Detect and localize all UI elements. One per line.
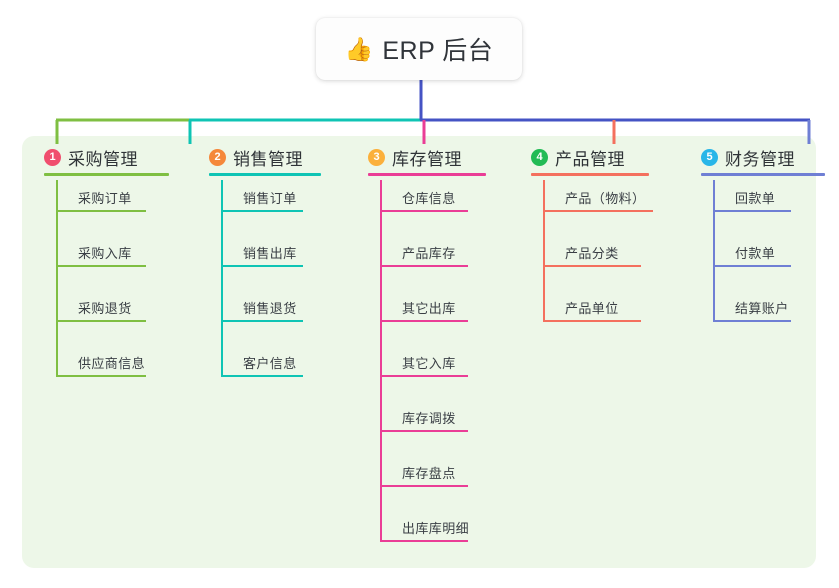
branch-title: 采购管理 (68, 150, 138, 169)
branch-item-label: 客户信息 (243, 356, 297, 371)
branch-item[interactable]: 销售退货 (221, 290, 307, 322)
branch-item[interactable]: 其它出库 (380, 290, 468, 322)
branch-item-underline (56, 265, 146, 267)
branch-header-5[interactable]: 5 财务管理 (701, 145, 795, 170)
branch-item-underline (221, 320, 303, 322)
branch-underline (368, 173, 486, 176)
branch-item[interactable]: 销售订单 (221, 180, 307, 212)
branch-item-label: 采购入库 (78, 246, 132, 261)
branch-item[interactable]: 付款单 (713, 235, 791, 267)
branch-header-3[interactable]: 3 库存管理 (368, 145, 462, 170)
branch-item-underline (713, 265, 791, 267)
branch-item[interactable]: 客户信息 (221, 345, 307, 377)
branch-item-label: 结算账户 (735, 301, 789, 316)
root-node[interactable]: 👍 ERP 后台 (316, 18, 522, 80)
branch-item-label: 库存盘点 (402, 466, 456, 481)
branch-item[interactable]: 库存调拨 (380, 400, 468, 432)
branch-underline (209, 173, 321, 176)
branch-number-badge: 1 (44, 149, 61, 166)
branch-item-underline (56, 375, 146, 377)
branch-title: 产品管理 (555, 150, 625, 169)
branch-item-label: 其它入库 (402, 356, 456, 371)
branch-item-underline (380, 320, 468, 322)
branch-underline (44, 173, 169, 176)
branch-spine (380, 180, 382, 540)
branch-item-label: 采购订单 (78, 191, 132, 206)
branch-item-underline (543, 320, 641, 322)
branch-item-label: 供应商信息 (78, 356, 146, 371)
branch-item-label: 产品库存 (402, 246, 456, 261)
branch-item-underline (543, 210, 653, 212)
branch-item[interactable]: 产品库存 (380, 235, 468, 267)
branch-item[interactable]: 销售出库 (221, 235, 307, 267)
branch-underline (701, 173, 825, 176)
branch-item-label: 产品单位 (565, 301, 619, 316)
branch-item-underline (543, 265, 641, 267)
branch-number-badge: 3 (368, 149, 385, 166)
branch-item[interactable]: 采购入库 (56, 235, 146, 267)
branch-spine (543, 180, 545, 320)
branch-item[interactable]: 产品分类 (543, 235, 641, 267)
branch-item-label: 产品分类 (565, 246, 619, 261)
branch-header-1[interactable]: 1 采购管理 (44, 145, 138, 170)
branch-item[interactable]: 采购订单 (56, 180, 146, 212)
branch-item-underline (221, 265, 303, 267)
branch-item-label: 产品（物料） (565, 191, 646, 206)
branch-item[interactable]: 出库库明细 (380, 510, 479, 542)
branch-item-label: 出库库明细 (402, 521, 470, 536)
branch-item[interactable]: 其它入库 (380, 345, 468, 377)
branch-item-underline (380, 540, 468, 542)
branch-item-underline (380, 375, 468, 377)
branch-spine (56, 180, 58, 375)
branch-number-badge: 2 (209, 149, 226, 166)
branch-item[interactable]: 供应商信息 (56, 345, 155, 377)
root-node-title: ERP 后台 (382, 37, 494, 65)
branch-item-underline (380, 430, 468, 432)
branch-item-underline (713, 210, 791, 212)
branch-item-label: 销售出库 (243, 246, 297, 261)
branch-item-underline (56, 210, 146, 212)
branch-number-badge: 4 (531, 149, 548, 166)
branch-item-label: 销售订单 (243, 191, 297, 206)
branch-item-label: 仓库信息 (402, 191, 456, 206)
branch-spine (221, 180, 223, 375)
branch-number-badge: 5 (701, 149, 718, 166)
branch-item[interactable]: 仓库信息 (380, 180, 468, 212)
branch-item-underline (221, 375, 303, 377)
root-node-content: 👍 ERP 后台 (345, 31, 494, 67)
branch-item[interactable]: 库存盘点 (380, 455, 468, 487)
branch-spine (713, 180, 715, 320)
branch-item[interactable]: 产品单位 (543, 290, 641, 322)
branch-item[interactable]: 回款单 (713, 180, 791, 212)
branch-title: 库存管理 (392, 150, 462, 169)
branch-item-label: 付款单 (735, 246, 776, 261)
branch-item-label: 销售退货 (243, 301, 297, 316)
branch-item[interactable]: 产品（物料） (543, 180, 655, 212)
branch-item-underline (713, 320, 791, 322)
branch-header-2[interactable]: 2 销售管理 (209, 145, 303, 170)
thumbs-up-icon: 👍 (344, 35, 374, 62)
branch-item-label: 其它出库 (402, 301, 456, 316)
branch-item-underline (380, 485, 468, 487)
diagram-panel (22, 136, 816, 568)
branch-title: 销售管理 (233, 150, 303, 169)
branch-columns: 1 采购管理采购订单采购入库采购退货供应商信息 2 销售管理销售订单销售出库销售退货客… (22, 136, 825, 568)
branch-underline (531, 173, 649, 176)
branch-header-4[interactable]: 4 产品管理 (531, 145, 625, 170)
branch-item-underline (221, 210, 303, 212)
branch-item-label: 采购退货 (78, 301, 132, 316)
branch-item-underline (380, 265, 468, 267)
branch-item-underline (56, 320, 146, 322)
branch-item-underline (380, 210, 468, 212)
branch-item-label: 库存调拨 (402, 411, 456, 426)
branch-title: 财务管理 (725, 150, 795, 169)
branch-item[interactable]: 结算账户 (713, 290, 799, 322)
branch-item-label: 回款单 (735, 191, 776, 206)
branch-item[interactable]: 采购退货 (56, 290, 146, 322)
